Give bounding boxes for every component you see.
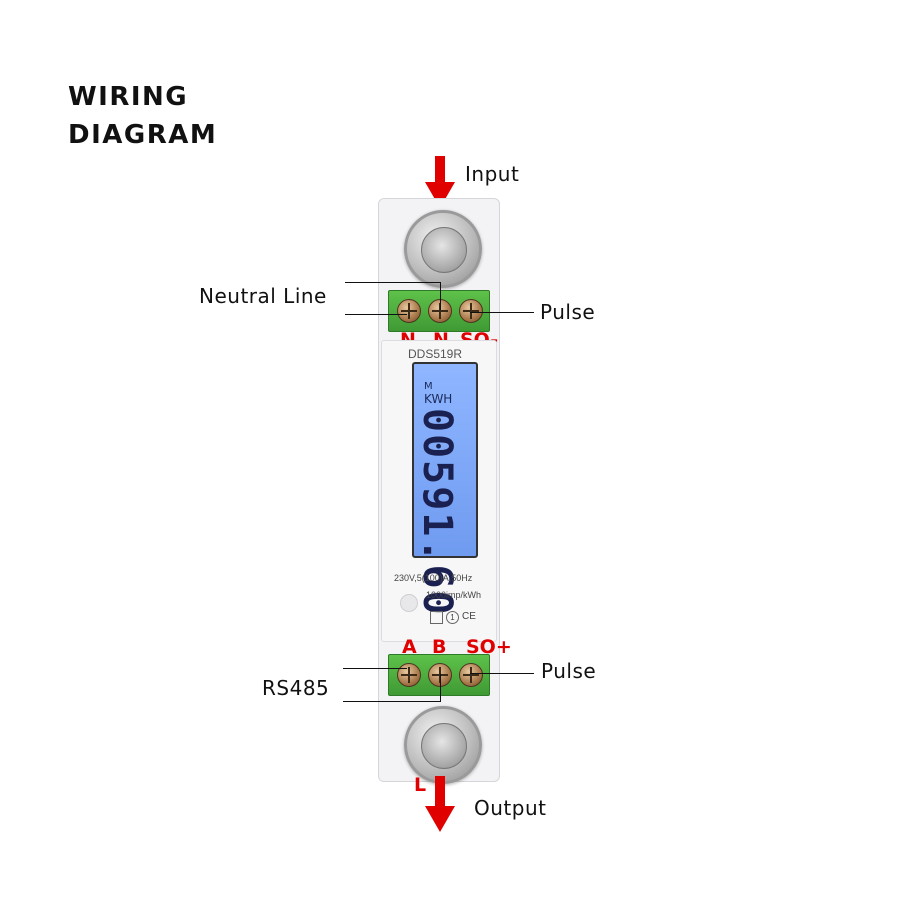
rs485-leader [440,674,441,702]
neutral-line-label: Neutral Line [199,284,327,308]
lcd-unit-label: KWH [424,392,453,406]
rs485-leader [343,668,407,669]
pulse-bottom-label: Pulse [541,659,597,683]
output-arrow-icon [425,776,455,832]
spec-rating: 230V,5(100)A,50Hz [394,573,473,583]
lcd-display [412,362,478,558]
terminal-screw-icon [397,663,421,687]
input-label: Input [465,162,520,186]
lcd-unit-prefix: M [424,381,433,392]
rs485-label: RS485 [262,676,330,700]
neutral-line-leader [345,282,441,283]
input-arrow-icon [425,156,455,208]
neutral-line-leader [440,282,441,310]
terminal-screw-icon [459,663,483,687]
terminal-label-a: A [402,636,417,658]
pulse-bottom-leader [470,673,534,674]
ce-mark: CE [462,611,476,622]
terminal-label-so-plus: SO+ [466,636,512,658]
bottom-live-terminal-label: L [414,774,427,796]
title-line-2: DIAGRAM [68,120,218,150]
pulse-led-icon [400,594,418,612]
output-label: Output [474,796,547,820]
title-line-1: WIRING [68,82,189,112]
model-number: DDS519R [408,347,463,361]
terminal-screw-icon [397,299,421,323]
pulse-top-leader [470,312,534,313]
pulse-top-label: Pulse [540,300,596,324]
lcd-reading: 00591.60 [414,408,460,617]
bottom-live-screw-icon [404,706,482,784]
double-insulation-icon [430,611,443,624]
rs485-leader [343,701,441,702]
class-1-icon: 1 [446,611,459,624]
neutral-line-leader [345,314,407,315]
diagram-title: WIRING DIAGRAM [68,78,217,154]
lcd-unit: M KWH [424,381,453,407]
top-live-screw-icon [404,210,482,288]
spec-impulse: 1000imp/kWh [426,590,482,600]
terminal-label-b: B [432,636,447,658]
terminal-screw-icon [459,299,483,323]
